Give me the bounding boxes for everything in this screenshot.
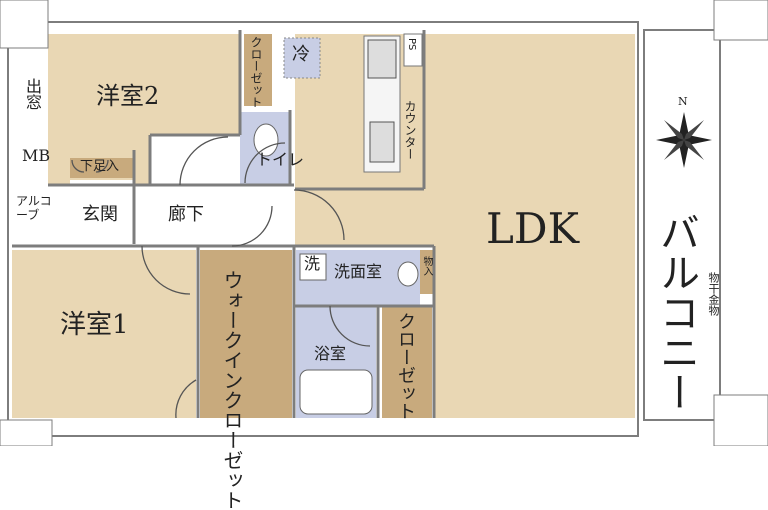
- corner-pillar-bottom-left: [0, 419, 53, 446]
- balcony-pillar-bottom: [713, 394, 768, 446]
- interior-walls: [12, 30, 436, 418]
- fridge-space: [283, 37, 321, 79]
- floor-plan: [0, 0, 768, 446]
- ldk-floor: [295, 34, 635, 418]
- hallway-label: 廊下: [168, 204, 204, 225]
- western-room-2-floor: [48, 34, 240, 185]
- compass-north-label: N: [678, 95, 688, 108]
- wash-basin: [397, 261, 419, 287]
- walk-in-closet-label: ウォークインクローゼット: [220, 270, 244, 510]
- closet-room2-label: クローゼット: [249, 36, 263, 108]
- storage-small-floor: [420, 250, 434, 294]
- toilet-label: トイレ: [256, 150, 305, 169]
- balcony-floor: [643, 29, 721, 421]
- closet-room2-floor: [244, 34, 272, 106]
- entrance-floor: [70, 180, 134, 240]
- hallway-floor: [138, 185, 294, 243]
- fridge-label: 冷: [292, 44, 310, 65]
- counter-label: カウンター: [403, 100, 417, 160]
- closet-bath-floor: [382, 306, 432, 418]
- drying-hardware-label: 物干金物: [707, 272, 720, 316]
- bathtub: [299, 369, 373, 415]
- storage-small-label: 物入: [421, 256, 432, 276]
- entrance-label: 玄関: [82, 204, 118, 225]
- western-room-1-label: 洋室1: [60, 310, 129, 340]
- pipe-space-label: PS: [406, 38, 417, 51]
- closet-bath-label: クローゼット: [395, 312, 416, 420]
- bathroom-label: 浴室: [314, 344, 347, 363]
- shoe-storage-floor: [70, 158, 134, 178]
- western-room-1-floor: [12, 250, 196, 418]
- pipe-space: [403, 33, 423, 67]
- sink: [369, 121, 395, 163]
- alcove-text: アルコーブ: [16, 194, 52, 223]
- shoe-storage-label: 下足入: [80, 159, 120, 174]
- western-room-2-label: 洋室2: [96, 82, 160, 110]
- walk-in-closet-floor: [200, 250, 292, 418]
- door-swings: [71, 136, 371, 419]
- alcove-label: アルコーブ: [16, 194, 52, 223]
- compass: [656, 112, 712, 168]
- meter-box-label: MB: [22, 146, 51, 165]
- bay-window-label: 出窓: [23, 78, 42, 110]
- toilet-bowl: [253, 123, 279, 157]
- balcony-pillar-top: [713, 0, 768, 41]
- washroom-label: 洗面室: [334, 262, 383, 281]
- laundry-label: 洗: [304, 254, 321, 273]
- ldk-label: LDK: [486, 204, 579, 253]
- balcony-label: バルコニー: [653, 212, 699, 412]
- stove: [367, 39, 397, 79]
- corner-pillar-top-left: [0, 0, 49, 49]
- laundry-box: [299, 253, 327, 281]
